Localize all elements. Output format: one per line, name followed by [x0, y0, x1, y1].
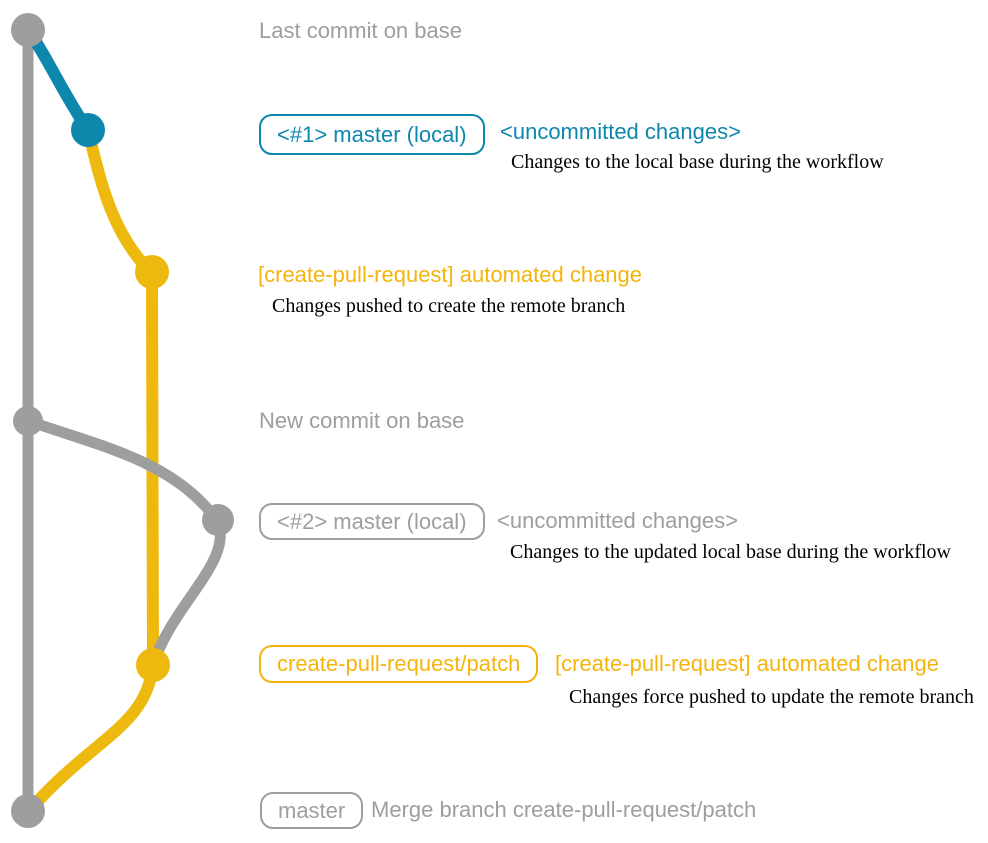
commit-dot-patch-1	[135, 255, 169, 289]
branch-badge-master-local-2: <#2> master (local)	[259, 503, 485, 540]
desc-automated-change-1: Changes pushed to create the remote bran…	[272, 295, 626, 317]
label-merge-branch: Merge branch create-pull-request/patch	[371, 797, 757, 822]
rebase-out-curve	[23, 415, 224, 528]
commit-dot-merge	[11, 794, 45, 828]
label-automated-change-1: [create-pull-request] automated change	[258, 262, 643, 287]
desc-uncommitted-changes-2: Changes to the updated local base during…	[510, 541, 951, 563]
label-uncommitted-changes-1: <uncommitted changes>	[500, 119, 741, 144]
rebase-in-curve	[147, 516, 226, 671]
merge-curve	[22, 659, 159, 818]
desc-automated-change-2: Changes force pushed to update the remot…	[569, 686, 974, 708]
patch-branch-curve-1	[82, 124, 158, 279]
desc-uncommitted-changes-1: Changes to the local base during the wor…	[511, 151, 884, 173]
commit-dot-patch-2	[136, 648, 170, 682]
label-uncommitted-changes-2: <uncommitted changes>	[497, 508, 738, 533]
branch-badge-master-local-1: <#1> master (local)	[259, 114, 485, 155]
label-last-commit-on-base: Last commit on base	[259, 18, 462, 43]
label-automated-change-2: [create-pull-request] automated change	[555, 651, 940, 676]
uncommitted-changes-1-curve	[22, 24, 94, 136]
branch-badge-create-pull-request-patch: create-pull-request/patch	[259, 645, 539, 683]
commit-dot-uncommitted-2	[202, 504, 234, 536]
label-new-commit-on-base: New commit on base	[259, 408, 465, 433]
commit-dot-last-base	[11, 13, 45, 47]
commit-dot-uncommitted-1	[71, 113, 105, 147]
commit-dot-new-base	[13, 406, 43, 436]
branch-badge-master: master	[260, 792, 364, 829]
